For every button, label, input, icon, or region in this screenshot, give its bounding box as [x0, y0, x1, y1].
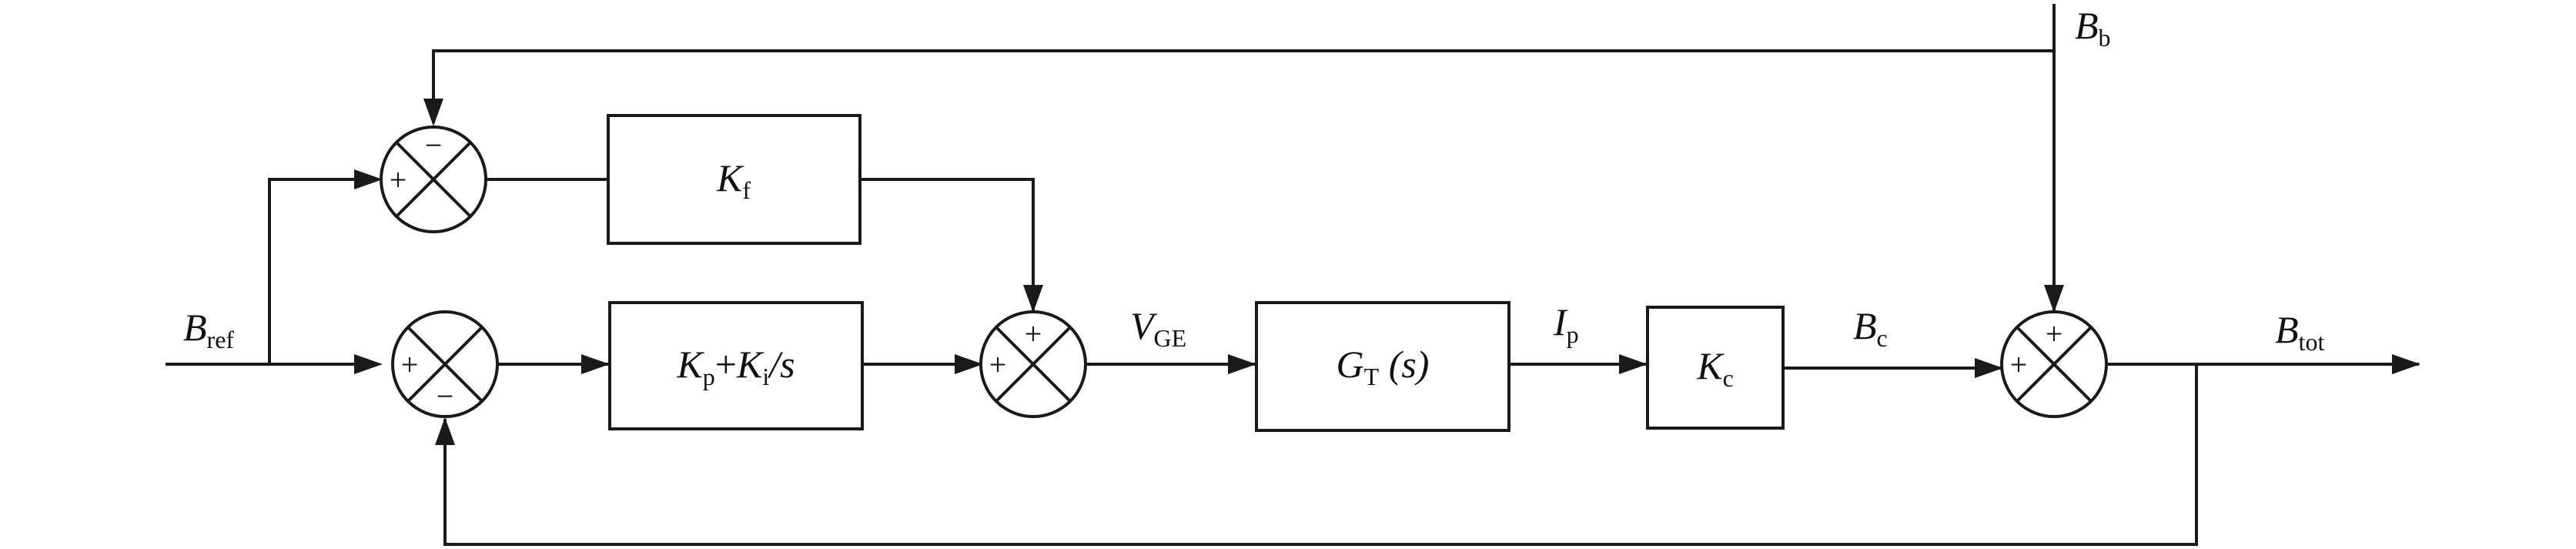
arrowhead	[955, 354, 983, 374]
summing-junction-bottom-left: + −	[391, 310, 499, 418]
arrowhead	[1619, 354, 1648, 374]
bref-branch-line	[268, 178, 379, 364]
arrowhead	[2044, 285, 2064, 313]
plus-sign: +	[989, 347, 1007, 382]
gt-label: GT (s)	[1337, 343, 1430, 390]
line-kf-to-sum3	[860, 178, 1035, 311]
arrowhead	[581, 354, 610, 374]
arrowhead	[1228, 354, 1256, 374]
top-feedback-line	[432, 49, 2054, 123]
arrowhead	[2392, 354, 2420, 374]
summing-junction-middle: + +	[979, 310, 1087, 418]
kc-block: Kc	[1646, 306, 1785, 430]
summing-junction-right: + +	[2000, 310, 2108, 418]
arrowhead	[423, 99, 443, 126]
arrowhead	[354, 169, 383, 189]
minus-sign: −	[437, 379, 454, 413]
arrowhead	[354, 354, 383, 374]
gt-block: GT (s)	[1255, 301, 1510, 432]
signal-label-bb: Bb	[2075, 4, 2111, 52]
bottom-feedback-line	[443, 364, 2198, 546]
plus-sign: +	[390, 162, 407, 197]
plus-sign: +	[401, 347, 419, 382]
kf-block: Kf	[607, 114, 861, 245]
arrowhead	[1023, 285, 1043, 313]
signal-label-bref: Bref	[183, 306, 234, 353]
kc-label: Kc	[1696, 344, 1734, 392]
plus-sign: +	[2010, 347, 2028, 382]
signal-label-ip: Ip	[1553, 300, 1579, 348]
pi-controller-block: Kp+Ki/s	[608, 301, 864, 430]
plus-sign: +	[1025, 316, 1042, 351]
arrowhead	[1975, 358, 2003, 378]
kf-label: Kf	[716, 156, 751, 204]
signal-label-btot: Btot	[2275, 308, 2324, 356]
arrowhead	[435, 417, 455, 445]
signal-label-bc: Bc	[1853, 304, 1888, 352]
summing-junction-top-left: + −	[380, 126, 487, 233]
plus-sign: +	[2046, 316, 2063, 351]
pi-label: Kp+Ki/s	[676, 343, 795, 390]
minus-sign: −	[425, 128, 443, 162]
signal-label-vge: VGE	[1130, 304, 1186, 352]
